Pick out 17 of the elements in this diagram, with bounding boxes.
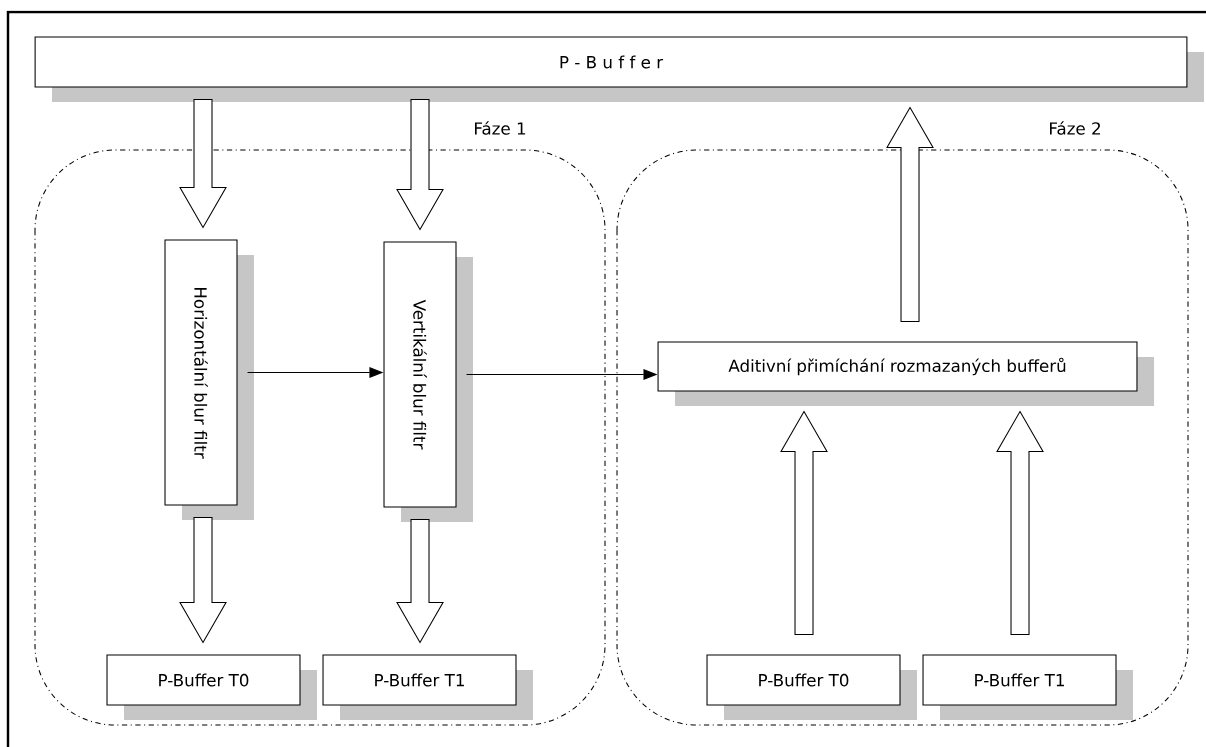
buffer-box: Aditivní přimíchání rozmazaných bufferů	[657, 341, 1154, 406]
buffer-box: P-Buffer T1	[922, 654, 1133, 720]
block-arrow	[179, 99, 227, 229]
buffer-box: P - B u f f e r	[34, 36, 1204, 102]
block-arrow	[179, 517, 227, 644]
block-arrow	[886, 106, 934, 322]
filter-box: Vertikální blur filtr	[383, 241, 473, 522]
buffer-box: P-Buffer T0	[706, 654, 917, 720]
block-arrow	[780, 410, 828, 635]
region-heading: Fáze 2	[1050, 121, 1100, 135]
filter-box: Horizontální blur filtr	[164, 239, 254, 520]
region-heading: Fáze 1	[475, 121, 526, 135]
buffer-box: P-Buffer T1	[322, 654, 533, 720]
block-arrow	[396, 99, 444, 231]
buffer-box: P-Buffer T0	[106, 654, 317, 720]
block-arrow	[396, 519, 444, 644]
block-arrow	[996, 410, 1044, 635]
